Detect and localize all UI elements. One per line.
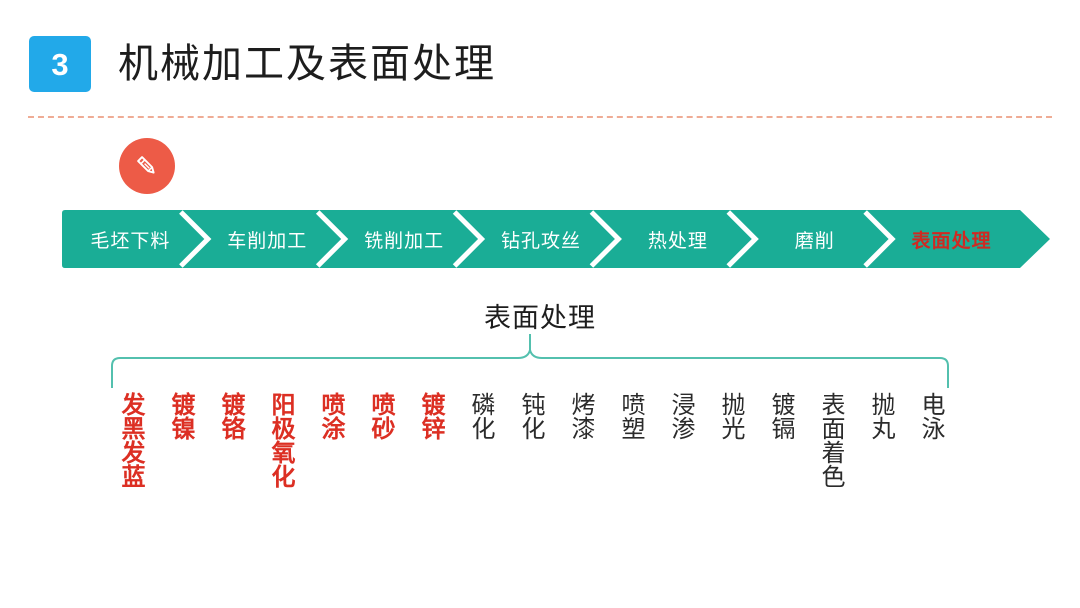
treatment-item[interactable]: 喷砂 — [367, 392, 394, 440]
header-divider — [28, 116, 1052, 118]
page-header: 3 机械加工及表面处理 — [0, 0, 1080, 118]
flow-step-2[interactable]: 车削加工 — [227, 230, 308, 252]
flow-chevron-separator — [452, 210, 486, 268]
process-flow-bar: 毛坯下料 车削加工 铣削加工 钻孔攻丝 热处理 磨削 表面处理 — [62, 210, 1050, 268]
flow-chevron-separator — [179, 210, 212, 268]
flow-chevron-separator — [726, 210, 759, 268]
treatment-item[interactable]: 发黑发蓝 — [117, 392, 144, 488]
treatment-item[interactable]: 抛丸 — [867, 392, 894, 440]
flow-chevron-separator — [589, 210, 622, 268]
flow-step-5[interactable]: 热处理 — [647, 230, 708, 252]
section-number-badge: 3 — [29, 36, 91, 92]
process-flow-shape — [62, 210, 1050, 268]
treatment-item[interactable]: 烤漆 — [567, 392, 594, 440]
bracket-shape — [111, 333, 949, 389]
treatment-item[interactable]: 表面着色 — [817, 392, 844, 488]
flow-step-7[interactable]: 表面处理 — [911, 230, 992, 252]
grouping-bracket — [110, 333, 950, 389]
flow-chevron-separator — [863, 210, 896, 268]
pencil-icon — [119, 138, 175, 194]
treatment-item[interactable]: 镀镉 — [767, 392, 794, 440]
treatment-methods-list: 发黑发蓝镀镍镀铬阳极氧化喷涂喷砂镀锌磷化钝化烤漆喷塑浸渗抛光镀镉表面着色抛丸电泳 — [117, 392, 944, 522]
treatment-item[interactable]: 抛光 — [717, 392, 744, 440]
treatment-item[interactable]: 镀锌 — [417, 392, 444, 440]
flow-step-4[interactable]: 钻孔攻丝 — [500, 230, 581, 252]
flow-step-6[interactable]: 磨削 — [794, 230, 835, 252]
treatment-item[interactable]: 钝化 — [517, 392, 544, 440]
page-title: 机械加工及表面处理 — [118, 42, 496, 86]
treatment-item[interactable]: 磷化 — [467, 392, 494, 440]
treatment-item[interactable]: 浸渗 — [667, 392, 694, 440]
treatment-item[interactable]: 镀铬 — [217, 392, 244, 440]
flow-step-1[interactable]: 毛坯下料 — [90, 230, 171, 252]
flow-chevron-separator — [315, 210, 349, 268]
flow-subtitle: 表面处理 — [484, 303, 596, 333]
treatment-item[interactable]: 阳极氧化 — [267, 392, 294, 488]
treatment-item[interactable]: 电泳 — [917, 392, 944, 440]
treatment-item[interactable]: 镀镍 — [167, 392, 194, 440]
flow-step-3[interactable]: 铣削加工 — [364, 230, 445, 252]
treatment-item[interactable]: 喷涂 — [317, 392, 344, 440]
treatment-item[interactable]: 喷塑 — [617, 392, 644, 440]
